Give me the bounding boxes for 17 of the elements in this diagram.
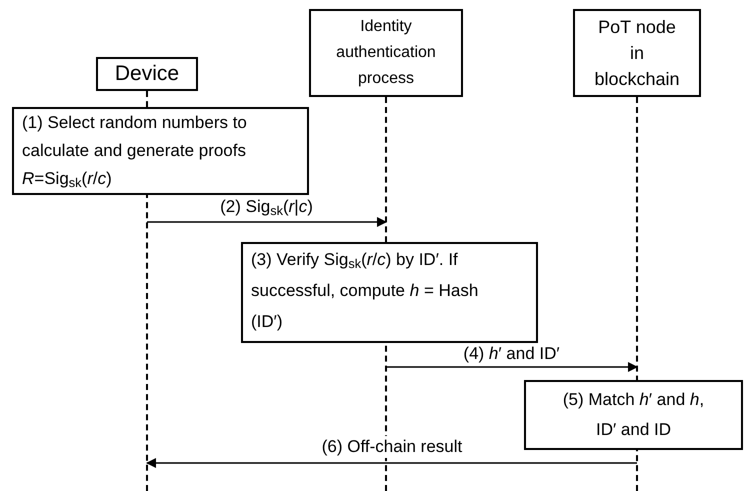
message-arrow [386,362,638,372]
process-box [12,107,309,195]
box-text: (1) Select random numbers to calculate and generate proofs R=Sig$_{sk}$(r/c) [22,112,248,192]
process-box [524,380,743,450]
box-text: Identity authentication process [335,17,437,89]
box-text: Device [114,61,180,88]
participant-box [96,57,198,91]
process-box [241,242,538,343]
box-text: (5) Match h′ and h, ID′ and ID [562,389,706,441]
box-text: PoT node in blockchain [593,16,681,91]
message-arrow [147,217,387,227]
message-arrow [146,458,637,468]
lifeline [146,91,148,491]
participant-box [573,9,701,97]
box-text: (3) Verify Sig$_{sk}$(r/c) by ID′. If successful, compute h = Hash (ID′) [251,249,480,333]
lifeline [636,97,638,491]
participant-box [309,9,463,97]
